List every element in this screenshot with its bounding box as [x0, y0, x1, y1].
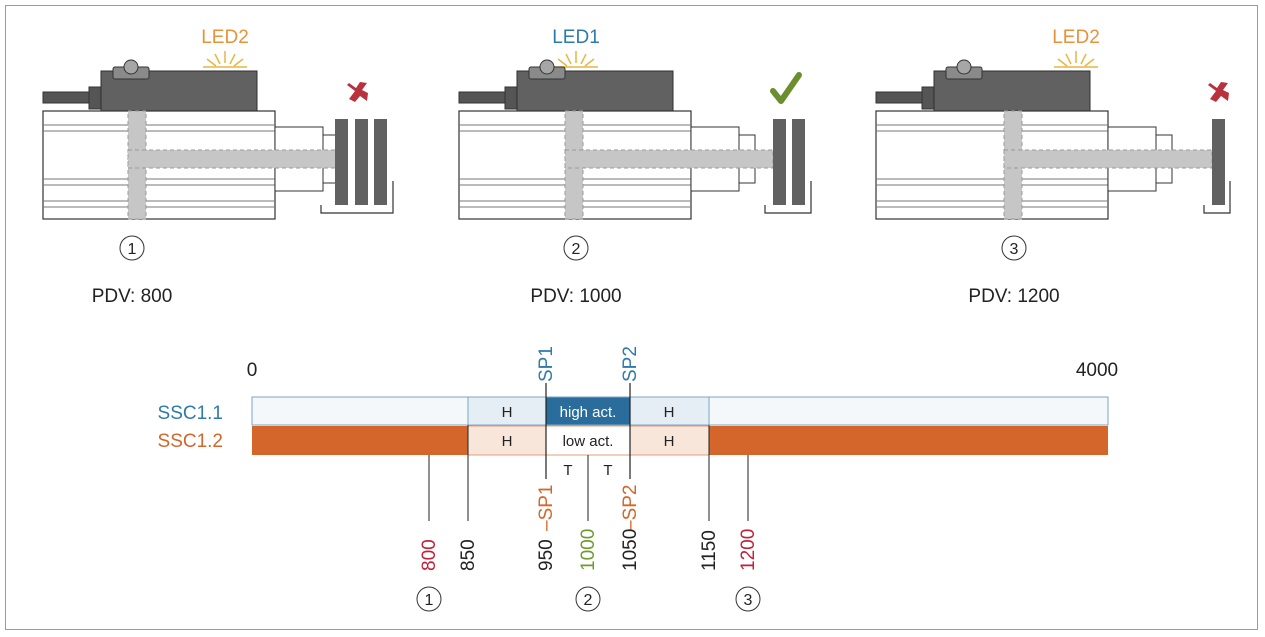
pdv-label-1: PDV: 800 — [92, 286, 173, 307]
tick-label-1200: 1200 — [738, 529, 759, 571]
sp1-label-top: SP1 — [536, 346, 557, 382]
step-circle-2 — [563, 235, 589, 261]
ssc2-hysteresis-right — [629, 425, 710, 456]
sp1-label-bottom: –SP1 — [536, 485, 557, 531]
scale-max-label: 4000 — [1076, 360, 1118, 381]
zone-circle-2 — [575, 586, 601, 612]
plate — [773, 119, 786, 205]
step-number: 3 — [1010, 241, 1019, 258]
ssc2-hysteresis-left — [467, 425, 547, 456]
sensor-panel-2: LED1 2 PDV: 1000 — [458, 27, 812, 307]
sp2-label-bottom: –SP2 — [620, 485, 641, 531]
tolerance-label: T — [603, 462, 612, 479]
plate — [374, 119, 387, 205]
sp2-label-top: SP2 — [620, 346, 641, 382]
cross-icon — [347, 82, 368, 102]
led-glow-icon — [203, 51, 247, 68]
plate — [1212, 119, 1225, 205]
switching-scale: 0 4000 SSC1.1 SSC1.2 H high act. H H low… — [158, 346, 1118, 612]
check-icon — [770, 72, 802, 104]
step-number: 2 — [572, 241, 581, 258]
low-active-label: low act. — [563, 433, 614, 450]
pdv-label-3: PDV: 1200 — [968, 286, 1059, 307]
hysteresis-label: H — [502, 404, 513, 421]
ssc1-label: SSC1.1 — [158, 403, 223, 424]
led-label-3: LED2 — [1052, 27, 1100, 48]
diagram-canvas: LED2 1 PDV: 800 L — [42, 27, 1231, 612]
hysteresis-label: H — [502, 433, 513, 450]
led-label-1: LED2 — [201, 27, 249, 48]
plate — [335, 119, 348, 205]
hysteresis-label: H — [664, 404, 675, 421]
tick-label-800: 800 — [419, 539, 440, 571]
high-active-label: high act. — [560, 404, 617, 421]
zone-number: 2 — [584, 592, 593, 609]
tick-label-1000: 1000 — [578, 529, 599, 571]
zone-circle-1 — [416, 586, 442, 612]
led-glow-icon — [554, 51, 598, 68]
tolerance-label: T — [563, 462, 572, 479]
tick-label-850: 850 — [458, 539, 479, 571]
tick-label-950: 950 — [536, 539, 557, 571]
step-circle-1 — [119, 235, 145, 261]
plate — [792, 119, 805, 205]
step-circle-3 — [1001, 235, 1027, 261]
plate — [355, 119, 368, 205]
step-number: 1 — [128, 241, 137, 258]
zone-circle-3 — [735, 586, 761, 612]
ssc2-label: SSC1.2 — [158, 431, 223, 452]
sensor-panel-1: LED2 1 PDV: 800 — [42, 27, 394, 307]
pdv-label-2: PDV: 1000 — [530, 286, 621, 307]
ssc1-hysteresis-left — [467, 396, 547, 426]
cross-icon — [1208, 82, 1229, 102]
led-label-2: LED1 — [552, 27, 600, 48]
sensor-panel-3: LED2 3 PDV: 1200 — [875, 27, 1231, 307]
zone-number: 1 — [425, 592, 434, 609]
scale-min-label: 0 — [247, 360, 258, 381]
ssc1-active-window — [545, 396, 631, 426]
diagram-frame: LED2 1 PDV: 800 L — [5, 5, 1258, 630]
hysteresis-label: H — [664, 433, 675, 450]
tick-label-1150: 1150 — [699, 530, 720, 571]
led-glow-icon — [1054, 51, 1098, 68]
tick-label-1050: 1050 — [620, 529, 641, 571]
zone-number: 3 — [744, 592, 753, 609]
